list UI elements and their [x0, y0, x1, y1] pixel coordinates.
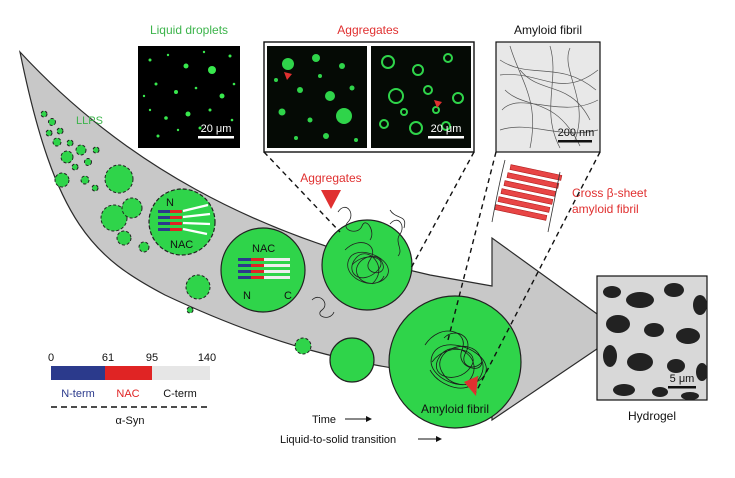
- scale-bar-aggregates: [428, 136, 464, 139]
- label-cterm: C-term: [163, 388, 197, 400]
- protein-stack-small: [158, 203, 211, 236]
- micrograph-amyloid-fibril: [495, 41, 601, 153]
- micrograph-liquid-droplets: [138, 46, 240, 148]
- scale-label-aggregates: 20 μm: [431, 123, 462, 135]
- label-cross-beta-line1: Cross β-sheet: [572, 186, 648, 200]
- label-amyloid-fibril-bottom: Amyloid fibril: [421, 402, 489, 416]
- scale-label-hydrogel: 5 μm: [670, 373, 695, 385]
- micrograph-aggregates-1: [267, 46, 367, 148]
- domain-bar: [51, 366, 210, 380]
- label-nterm: N-term: [61, 388, 95, 400]
- connector-lines: [263, 151, 601, 393]
- tick-95: 95: [146, 352, 158, 364]
- llps-droplets: [40, 110, 312, 355]
- label-liquid-droplets: Liquid droplets: [150, 23, 228, 37]
- aggregates-marker-triangle: [321, 190, 341, 209]
- label-nac-mid: NAC: [252, 243, 275, 255]
- cross-beta-sheet-illustration: [491, 159, 563, 233]
- aggregates-frame: [263, 41, 475, 153]
- tick-0: 0: [48, 352, 54, 364]
- label-nac-small: NAC: [170, 239, 193, 251]
- label-nac-domain: NAC: [116, 388, 139, 400]
- tangled-fibrils-small: [311, 206, 406, 318]
- label-aggregates-mid: Aggregates: [300, 171, 361, 185]
- label-amyloid-fibril-top: Amyloid fibril: [514, 23, 582, 37]
- micrograph-aggregates-2: [371, 46, 471, 148]
- label-hydrogel: Hydrogel: [628, 409, 676, 423]
- label-cross-beta-line2: amyloid fibril: [572, 202, 639, 216]
- label-time: Time: [312, 414, 336, 426]
- protein-stack-full: [238, 258, 290, 279]
- droplet-amyloid-fibril: [388, 295, 522, 429]
- label-llps: LLPS: [76, 115, 103, 127]
- tick-140: 140: [198, 352, 216, 364]
- label-aggregates-top: Aggregates: [337, 23, 398, 37]
- scale-label-fibril: 200 nm: [558, 127, 595, 139]
- tick-61: 61: [102, 352, 114, 364]
- droplet-aggregates: [321, 219, 413, 311]
- micrograph-hydrogel: [596, 275, 708, 401]
- amyloid-marker-triangle: [464, 376, 478, 396]
- label-c-mid: C: [284, 290, 292, 302]
- label-n-small: N: [166, 197, 174, 209]
- droplet-plain: [329, 337, 375, 383]
- transition-arrow-head: [436, 436, 442, 442]
- label-alpha-syn: α-Syn: [116, 415, 145, 427]
- time-arrow-head: [366, 416, 372, 422]
- label-transition: Liquid-to-solid transition: [280, 434, 396, 446]
- label-n-mid: N: [243, 290, 251, 302]
- scale-label-liquid: 20 μm: [201, 123, 232, 135]
